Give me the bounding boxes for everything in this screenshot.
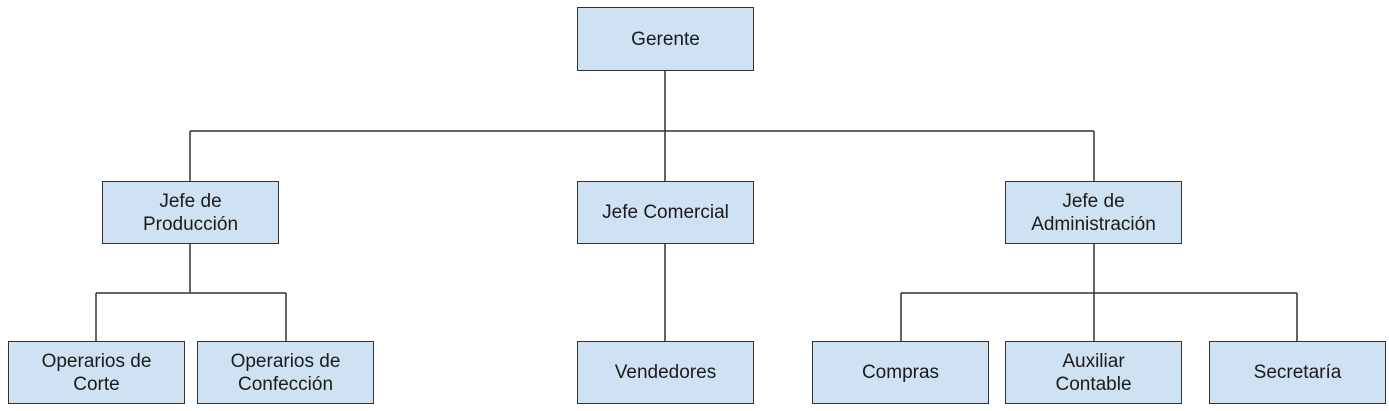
node-secretaria-label: Secretaría [1253, 362, 1342, 383]
node-jefe-administracion: Jefe de Administración [1005, 181, 1182, 244]
node-jefe-comercial-label: Jefe Comercial [602, 202, 729, 223]
node-compras: Compras [812, 341, 989, 404]
node-gerente: Gerente [577, 7, 754, 71]
node-operarios-corte-line-2: Corte [73, 373, 120, 395]
node-jefe-administracion-line-1: Jefe de [1062, 190, 1125, 212]
node-auxiliar-contable-line-1: Auxiliar [1062, 350, 1125, 372]
node-operarios-corte: Operarios de Corte [8, 341, 185, 404]
node-jefe-produccion-line-1: Jefe de [159, 190, 222, 212]
node-vendedores-label: Vendedores [614, 362, 717, 383]
node-vendedores: Vendedores [577, 341, 754, 404]
node-jefe-produccion: Jefe de Producción [102, 181, 279, 244]
node-operarios-confeccion: Operarios de Confección [197, 341, 374, 404]
node-operarios-corte-line-1: Operarios de [41, 350, 152, 372]
node-compras-label: Compras [861, 362, 940, 383]
node-gerente-label: Gerente [631, 28, 700, 50]
node-jefe-administracion-line-2: Administración [1031, 213, 1156, 235]
node-secretaria: Secretaría [1209, 341, 1386, 404]
node-jefe-comercial: Jefe Comercial [577, 181, 754, 244]
node-jefe-produccion-line-2: Producción [142, 213, 239, 235]
node-operarios-confeccion-line-2: Confección [237, 373, 334, 395]
node-auxiliar-contable-line-2: Contable [1055, 373, 1132, 395]
node-auxiliar-contable: Auxiliar Contable [1005, 341, 1182, 404]
node-operarios-confeccion-line-1: Operarios de [230, 350, 341, 372]
